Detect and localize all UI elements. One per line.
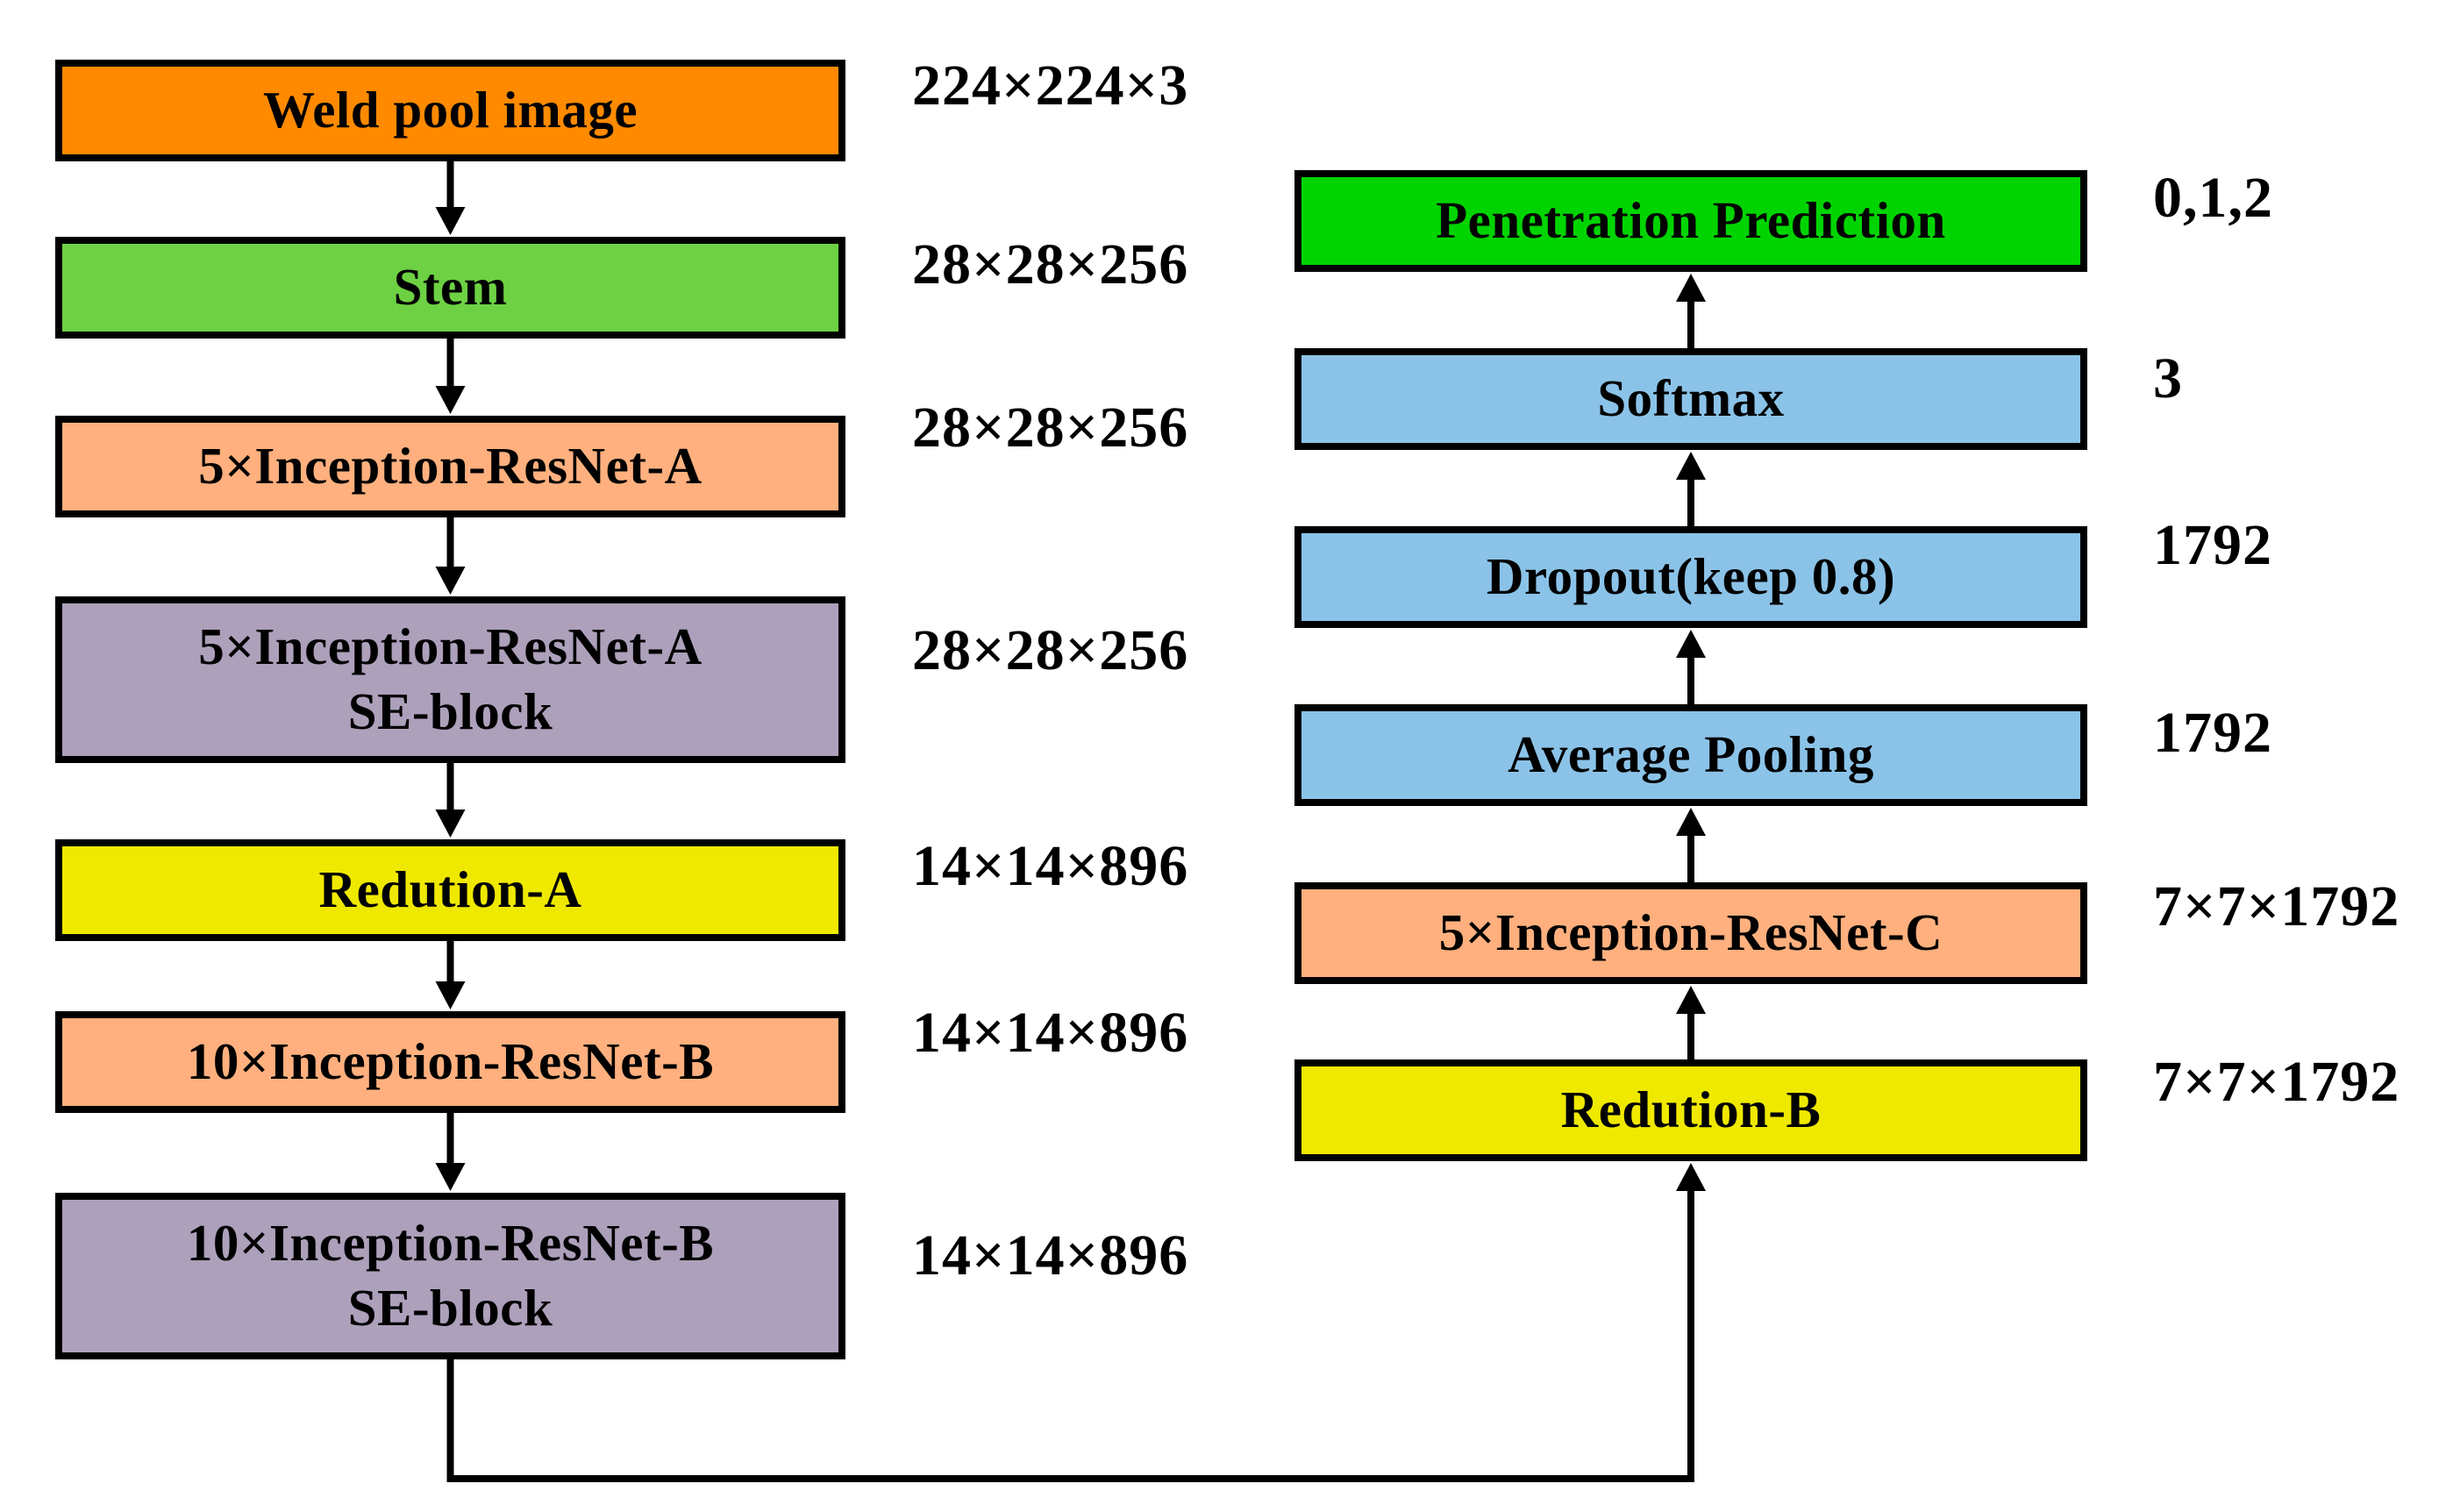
up-arrow-head [1676,986,1706,1014]
average-pooling-label: Average Pooling [1508,725,1874,784]
redution-a-dimension: 14×14×896 [912,834,1189,898]
redution-a-label: Redution-A [318,860,582,919]
inception-resnet-a-se-dimension: 28×28×256 [912,618,1189,682]
inception-resnet-a-dimension: 28×28×256 [912,396,1189,460]
average-pooling-box: Average Pooling [1294,704,2087,806]
softmax-box: Softmax [1294,348,2087,450]
stem-box: Stem [55,237,845,339]
inception-resnet-b-se-dimension: 14×14×896 [912,1223,1189,1287]
softmax-label: Softmax [1597,369,1785,428]
down-arrow-head [435,567,466,595]
redution-a-box: Redution-A [55,839,845,941]
up-arrow-head [1676,808,1706,836]
stem-label: Stem [393,258,508,317]
down-arrow-head [435,386,466,414]
redution-b-dimension: 7×7×1792 [2153,1050,2400,1114]
penetration-prediction-label: Penetration Prediction [1436,191,1946,250]
inception-resnet-b-se-label: SE-block [347,1279,553,1337]
down-arrow-head [435,1163,466,1191]
inception-resnet-c-dimension: 7×7×1792 [2153,874,2400,938]
up-arrow-head [1676,630,1706,658]
inception-resnet-a-se-box: 5×Inception-ResNet-A SE-block [55,596,845,763]
average-pooling-dimension: 1792 [2153,701,2272,765]
weld-pool-image-dimension: 224×224×3 [912,53,1189,118]
up-arrow-head [1676,452,1706,480]
redution-b-box: Redution-B [1294,1059,2087,1161]
inception-resnet-c-label: 5×Inception-ResNet-C [1438,903,1943,962]
stem-dimension: 28×28×256 [912,232,1189,296]
inception-resnet-c-box: 5×Inception-ResNet-C [1294,882,2087,984]
penetration-prediction-box: Penetration Prediction [1294,170,2087,272]
inception-resnet-b-box: 10×Inception-ResNet-B [55,1011,845,1113]
up-arrow-head [1676,1163,1706,1191]
inception-resnet-b-se-label: 10×Inception-ResNet-B [186,1214,715,1273]
softmax-dimension: 3 [2153,346,2183,410]
inception-resnet-a-box: 5×Inception-ResNet-A [55,416,845,517]
weld-pool-image-label: Weld pool image [262,81,638,139]
dropout-label: Dropout(keep 0.8) [1486,547,1896,606]
inception-resnet-b-se-box: 10×Inception-ResNet-B SE-block [55,1193,845,1359]
inception-resnet-a-se-label: 5×Inception-ResNet-A [198,617,702,676]
up-arrow-head [1676,274,1706,302]
dropout-box: Dropout(keep 0.8) [1294,526,2087,628]
inception-resnet-a-se-label: SE-block [347,682,553,740]
inception-resnet-b-label: 10×Inception-ResNet-B [186,1032,715,1091]
penetration-prediction-dimension: 0,1,2 [2153,166,2273,230]
down-arrow-head [435,809,466,838]
down-arrow-head [435,981,466,1009]
weld-pool-image-box: Weld pool image [55,60,845,161]
down-arrow-head [435,207,466,235]
inception-resnet-a-label: 5×Inception-ResNet-A [198,437,702,496]
redution-b-label: Redution-B [1560,1081,1822,1139]
dropout-dimension: 1792 [2153,513,2272,577]
inception-resnet-b-dimension: 14×14×896 [912,1001,1189,1065]
connector-left-to-right [446,1186,1694,1482]
